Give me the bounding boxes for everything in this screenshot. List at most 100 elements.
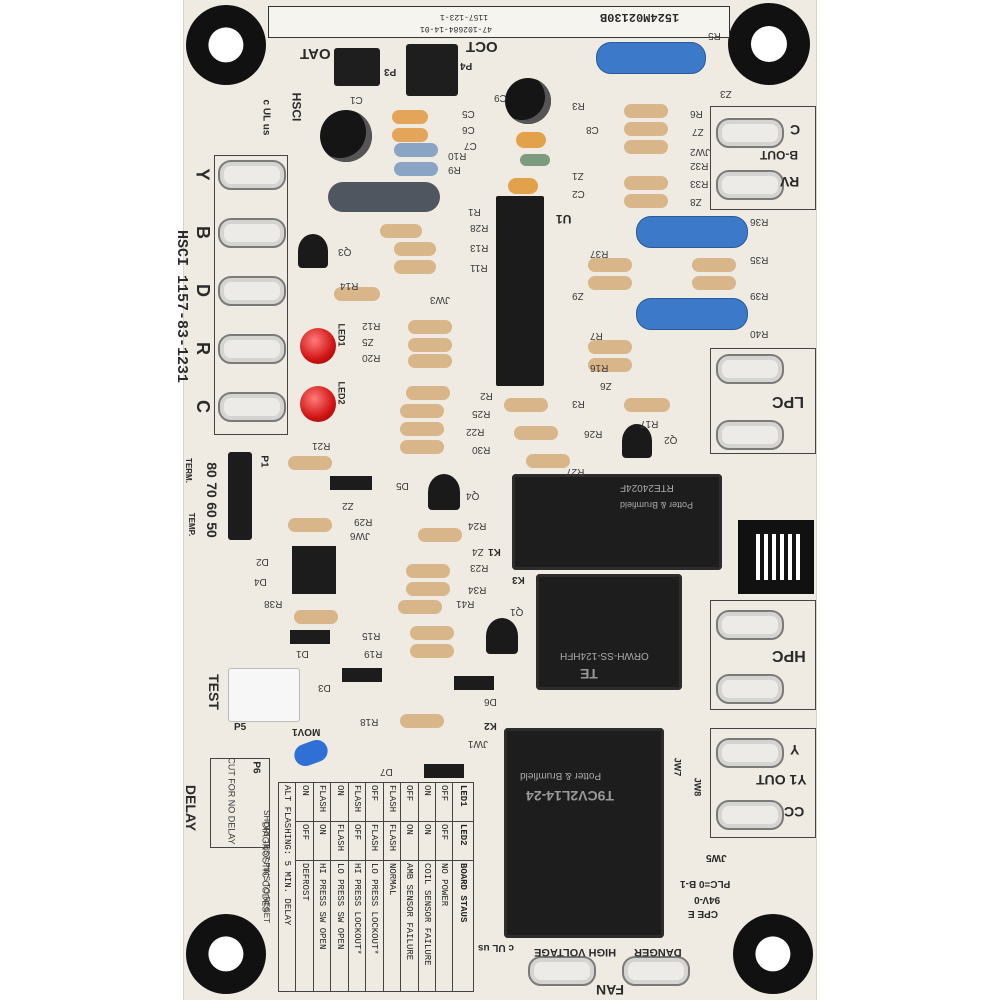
ref-designator: R24 [468,520,487,531]
terminal-d[interactable] [218,276,286,306]
resistor [392,128,428,142]
temp-60: 60 [203,502,220,518]
p4-header[interactable] [406,44,458,96]
delay-box [210,758,270,848]
resistor [526,454,570,468]
diagnostic-cell: FLASH [365,821,384,861]
label-c-right: C [790,122,801,138]
ref-designator: R34 [468,584,487,595]
terminal-r[interactable] [218,334,286,364]
resistor [504,398,548,412]
terminal-fan-a[interactable] [528,956,596,986]
diagnostic-cell: ON [418,782,436,822]
diagnostic-subtitle: SHORT TEST PINS TO RESET [261,810,271,923]
diagnostic-cell: FLASH [330,821,349,861]
resistor [588,340,632,354]
test-label: TEST [205,674,222,710]
ref-designator: Q3 [338,246,352,257]
diagnostic-cell: FLASH [383,821,401,861]
terminal-rv[interactable] [716,170,784,200]
p4-label: P4 [460,60,473,71]
ref-designator: R10 [448,150,467,161]
cpe-label: CPE E [688,908,719,919]
resistor [394,242,436,256]
ref-designator: Q2 [664,434,678,445]
term-label: TERM. [183,458,193,483]
diagnostic-cell: COIL SENSOR FAILURE [418,860,436,992]
ref-designator: R26 [584,428,603,439]
ref-designator: R7 [590,330,603,341]
left-terminal-block [214,155,288,435]
resistor [406,386,450,400]
right-terminal-block-y [710,728,816,838]
diode-z1 [520,154,550,166]
ref-designator: D2 [256,556,269,567]
led2-indicator [300,386,336,422]
blue-resistor-r36 [636,216,748,248]
terminal-b[interactable] [218,218,286,248]
terminal-c-left[interactable] [218,392,286,422]
terminal-y-out[interactable] [716,738,784,768]
ref-designator: R17 [640,418,659,429]
temp-jumper-p1[interactable] [228,452,252,540]
label-hpc: HPC [772,647,806,664]
capacitor-c7 [516,132,546,148]
ref-designator: R22 [466,426,485,437]
serial-number: 1524M02130B [600,10,680,24]
label-b: B [193,226,213,239]
terminal-hpc-a[interactable] [716,610,784,640]
resistor [588,358,632,372]
ref-designator: R35 [750,254,769,265]
ref-designator: R25 [472,408,491,419]
ref-designator: Z7 [692,126,704,137]
terminal-lpc-b[interactable] [716,420,784,450]
resistor [588,258,632,272]
diagnostic-cell: ON [330,782,349,822]
jw5-label: JW5 [706,852,727,863]
diagnostic-cell: OFF [365,782,384,822]
diagnostic-header: BOARD STAUS [452,860,474,992]
label-cc: CC [784,804,805,820]
relay-k2-brand: Potter & Brumfield [520,770,602,781]
test-connector-p5[interactable] [228,668,300,722]
terminal-fan-b[interactable] [622,956,690,986]
ref-designator: C2 [572,188,585,199]
diode-d1 [290,630,330,644]
transistor-q3 [298,234,328,268]
ref-designator: R36 [750,216,769,227]
terminal-lpc-a[interactable] [716,354,784,384]
ref-designator: D6 [484,696,497,707]
ref-designator: Z6 [600,380,612,391]
resistor [624,104,668,118]
resistor [692,258,736,272]
p5-label: P5 [234,722,247,733]
ref-designator: R6 [690,108,703,119]
p3-header[interactable] [334,48,380,86]
terminal-c-right[interactable] [716,118,784,148]
right-terminal-block-lpc [710,348,816,454]
ref-designator: R21 [312,440,331,451]
diagnostic-cell: OFF [435,782,453,822]
ref-designator: R3 [572,398,585,409]
capacitor-c1 [320,110,372,162]
capacitor-c2 [508,178,538,194]
ref-designator: Z3 [720,88,732,99]
high-voltage-label: HIGH VOLTAGE [534,946,617,958]
terminal-y[interactable] [218,160,286,190]
p3-label: P3 [384,66,397,77]
ref-designator: D1 [296,648,309,659]
temp-50: 50 [203,522,220,538]
relay-k1 [512,474,722,570]
diagnostic-cell: LO PRESS SW OPEN [330,860,349,992]
oat-label: OAT [300,45,331,62]
diagnostic-cell: HI PRESS LOCKOUT* [348,860,366,992]
ref-designator: C6 [462,124,475,135]
resistor [288,518,332,532]
resistor [394,162,438,176]
terminal-cc[interactable] [716,800,784,830]
ref-designator: R12 [362,320,381,331]
resistor [400,404,444,418]
terminal-hpc-b[interactable] [716,674,784,704]
